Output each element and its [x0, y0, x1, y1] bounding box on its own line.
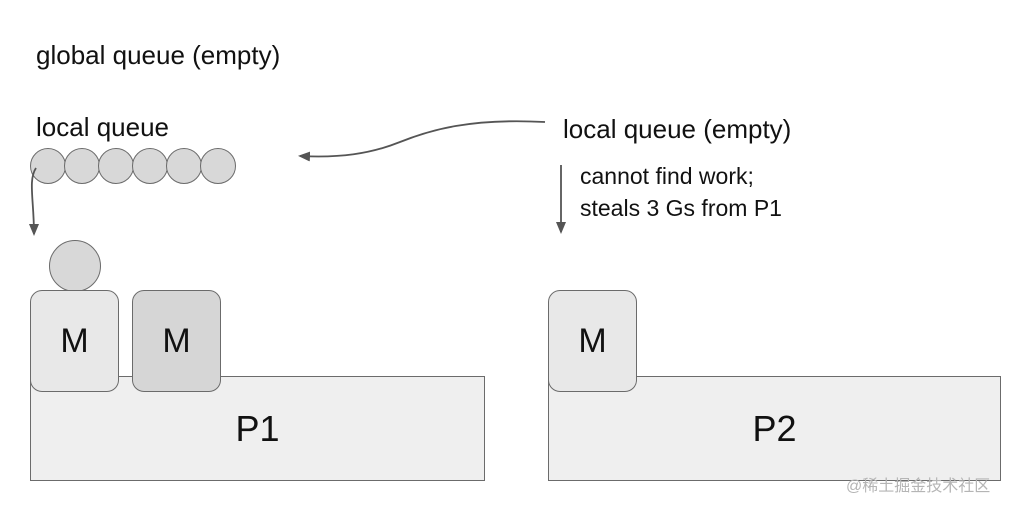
queued-goroutine [200, 148, 236, 184]
machine-label: M [60, 321, 89, 360]
queued-goroutine [166, 148, 202, 184]
global-queue-label: global queue (empty) [36, 40, 281, 70]
processor-p2-label: P2 [752, 407, 797, 449]
p2-local-queue-label: local queue (empty) [563, 114, 792, 144]
processor-p2: P2 [548, 376, 1001, 481]
watermark: @稀土掘金技术社区 [846, 478, 991, 495]
processor-p1-label: P1 [235, 407, 280, 449]
machine-label: M [578, 321, 607, 360]
queued-goroutine [132, 148, 168, 184]
processor-p1: P1 [30, 376, 485, 481]
steal-note-line1: cannot find work; [580, 163, 754, 189]
p1-local-queue-label: local queue [36, 112, 169, 142]
p1-machine-1: M [30, 290, 119, 392]
machine-label: M [162, 321, 191, 360]
steal-note-line2: steals 3 Gs from P1 [580, 195, 782, 221]
p1-machine-2: M [132, 290, 221, 392]
steal-arrow [298, 120, 546, 162]
running-goroutine [49, 240, 101, 292]
queued-goroutine [30, 148, 66, 184]
p2-machine-1: M [548, 290, 637, 392]
dequeue-arrow [28, 167, 39, 236]
